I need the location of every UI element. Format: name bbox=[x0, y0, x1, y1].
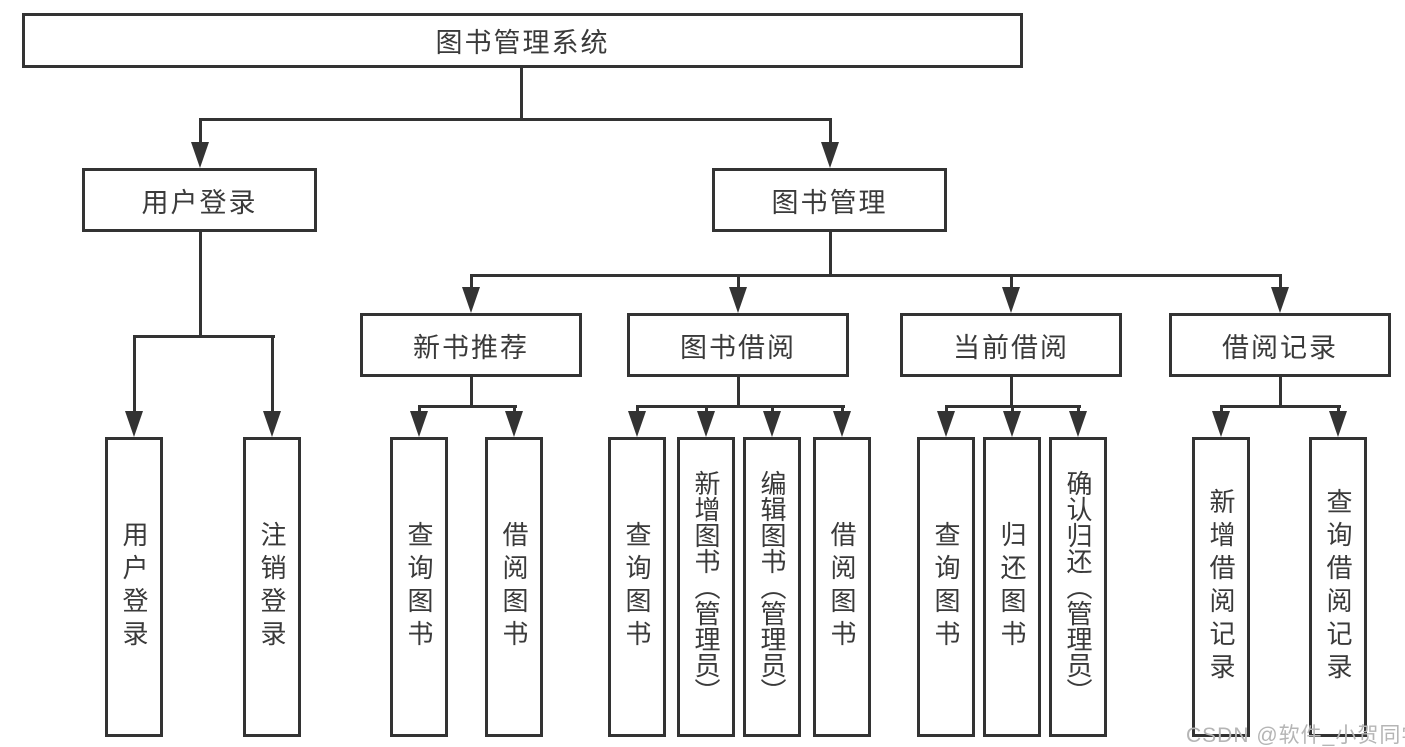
arrowhead-down-icon bbox=[125, 411, 143, 437]
node-user-login: 用户登录 bbox=[82, 168, 317, 232]
leaf-user-login-label: 用户登录 bbox=[119, 521, 149, 653]
node-book-management-label: 图书管理 bbox=[771, 187, 888, 218]
connector-vline bbox=[199, 118, 202, 144]
leaf-user-login: 用户登录 bbox=[105, 437, 163, 737]
connector-vline bbox=[737, 274, 740, 290]
node-borrowing-records-label: 借阅记录 bbox=[1222, 332, 1338, 363]
arrowhead-down-icon bbox=[937, 411, 955, 437]
leaf-bb-query-books: 查询图书 bbox=[608, 437, 666, 737]
connector-vline bbox=[271, 335, 274, 415]
connector-hline bbox=[470, 274, 1282, 277]
arrowhead-down-icon bbox=[821, 142, 839, 168]
leaf-cb-confirm-return-admin-label: 确认归还（管理员） bbox=[1063, 470, 1093, 704]
node-user-login-label: 用户登录 bbox=[141, 187, 258, 218]
connector-hline bbox=[133, 335, 275, 338]
arrowhead-down-icon bbox=[697, 411, 715, 437]
node-new-book-recommend-label: 新书推荐 bbox=[413, 332, 529, 363]
leaf-cb-query-books: 查询图书 bbox=[917, 437, 975, 737]
arrowhead-down-icon bbox=[833, 411, 851, 437]
connector-hline bbox=[636, 405, 845, 408]
arrowhead-down-icon bbox=[628, 411, 646, 437]
arrowhead-down-icon bbox=[1069, 411, 1087, 437]
connector-vline bbox=[520, 68, 523, 120]
connector-vline bbox=[1279, 377, 1282, 408]
leaf-logout-label: 注销登录 bbox=[257, 521, 287, 653]
leaf-nb-query-books-label: 查询图书 bbox=[404, 521, 434, 653]
csdn-watermark: CSDN @软件_小贺同学 bbox=[1186, 724, 1405, 747]
arrowhead-down-icon bbox=[1271, 287, 1289, 313]
arrowhead-down-icon bbox=[1212, 411, 1230, 437]
connector-hline bbox=[1220, 405, 1341, 408]
connector-vline bbox=[829, 232, 832, 277]
leaf-br-query-record-label: 查询借阅记录 bbox=[1323, 488, 1353, 686]
leaf-bb-borrow-books-label: 借阅图书 bbox=[827, 521, 857, 653]
arrowhead-down-icon bbox=[1329, 411, 1347, 437]
connector-vline bbox=[470, 274, 473, 290]
connector-hline bbox=[199, 118, 831, 121]
leaf-br-add-record: 新增借阅记录 bbox=[1192, 437, 1250, 737]
leaf-bb-add-books-admin-label: 新增图书（管理员） bbox=[691, 470, 721, 704]
leaf-br-query-record: 查询借阅记录 bbox=[1309, 437, 1367, 737]
leaf-cb-confirm-return-admin: 确认归还（管理员） bbox=[1049, 437, 1107, 737]
connector-vline bbox=[829, 118, 832, 144]
leaf-nb-borrow-books-label: 借阅图书 bbox=[499, 521, 529, 653]
arrowhead-down-icon bbox=[462, 287, 480, 313]
leaf-bb-edit-books-admin-label: 编辑图书（管理员） bbox=[757, 470, 787, 704]
node-book-management-system-label: 图书管理系统 bbox=[435, 28, 610, 58]
node-new-book-recommend: 新书推荐 bbox=[360, 313, 582, 377]
arrowhead-down-icon bbox=[505, 411, 523, 437]
leaf-cb-query-books-label: 查询图书 bbox=[931, 521, 961, 653]
leaf-logout: 注销登录 bbox=[243, 437, 301, 737]
node-current-borrowing: 当前借阅 bbox=[900, 313, 1122, 377]
connector-vline bbox=[133, 335, 136, 415]
connector-hline bbox=[418, 405, 517, 408]
connector-vline bbox=[1010, 274, 1013, 290]
arrowhead-down-icon bbox=[191, 142, 209, 168]
connector-vline bbox=[199, 232, 202, 337]
arrowhead-down-icon bbox=[1003, 411, 1021, 437]
leaf-nb-borrow-books: 借阅图书 bbox=[485, 437, 543, 737]
node-book-borrowing-label: 图书借阅 bbox=[680, 332, 796, 363]
node-borrowing-records: 借阅记录 bbox=[1169, 313, 1391, 377]
leaf-bb-add-books-admin: 新增图书（管理员） bbox=[677, 437, 735, 737]
node-book-borrowing: 图书借阅 bbox=[627, 313, 849, 377]
connector-vline bbox=[470, 377, 473, 408]
node-current-borrowing-label: 当前借阅 bbox=[953, 332, 1069, 363]
node-book-management-system: 图书管理系统 bbox=[22, 13, 1023, 68]
arrowhead-down-icon bbox=[263, 411, 281, 437]
arrowhead-down-icon bbox=[410, 411, 428, 437]
connector-vline bbox=[737, 377, 740, 408]
connector-vline bbox=[1279, 274, 1282, 290]
node-book-management: 图书管理 bbox=[712, 168, 947, 232]
leaf-bb-borrow-books: 借阅图书 bbox=[813, 437, 871, 737]
leaf-nb-query-books: 查询图书 bbox=[390, 437, 448, 737]
leaf-bb-query-books-label: 查询图书 bbox=[622, 521, 652, 653]
leaf-cb-return-books-label: 归还图书 bbox=[997, 521, 1027, 653]
leaf-br-add-record-label: 新增借阅记录 bbox=[1206, 488, 1236, 686]
arrowhead-down-icon bbox=[1002, 287, 1020, 313]
arrowhead-down-icon bbox=[763, 411, 781, 437]
leaf-bb-edit-books-admin: 编辑图书（管理员） bbox=[743, 437, 801, 737]
arrowhead-down-icon bbox=[729, 287, 747, 313]
leaf-cb-return-books: 归还图书 bbox=[983, 437, 1041, 737]
connector-vline bbox=[1010, 377, 1013, 408]
